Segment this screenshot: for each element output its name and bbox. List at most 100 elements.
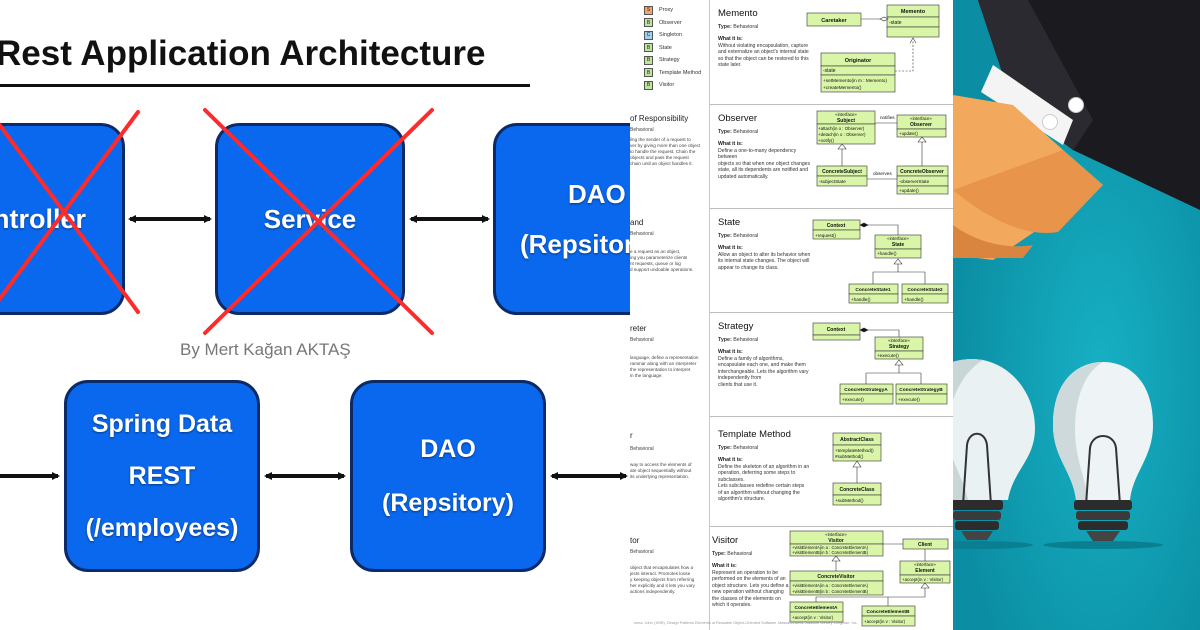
abstract-op: #subMethod() (835, 454, 864, 459)
memento-name: Memento (901, 9, 926, 15)
left-pattern-type: Behavioral (630, 337, 654, 343)
legend-label: Proxy (659, 7, 674, 14)
memento-attr: -state (889, 20, 902, 26)
strategy-op: +execute() (877, 353, 899, 358)
pattern-type: Type: Behavioral (718, 445, 759, 451)
pattern-strategy: Strategy Type: Behavioral What it is: De… (710, 312, 953, 417)
cs1-name: ConcreteState1 (855, 287, 891, 293)
cs2-op: +handle() (904, 297, 924, 302)
legend-swatch: B (644, 68, 653, 78)
spring-line-1: Spring Data (91, 410, 233, 438)
originator-op: +createMemento() (823, 85, 862, 90)
citation: mma, John (1995). Design Patterns Elemen… (634, 621, 858, 625)
hand-icon (953, 95, 1103, 260)
subject-op: +attach(in o : Observer) (818, 126, 865, 131)
left-pattern-mediator: tor Behavioral object that encapsulates … (630, 536, 709, 595)
dao-top-line-1: DAO (568, 179, 626, 209)
idea-illustration (953, 0, 1200, 630)
context-name: Context (827, 327, 846, 333)
left-pattern-title: and (630, 218, 644, 227)
cea-op: +accept(in v : Visitor) (792, 615, 834, 620)
concrete-visitor-op: +visitElementB(in b : ConcreteElementB) (792, 589, 869, 594)
legend-swatch: B (644, 43, 653, 53)
pattern-template-method: Template Method Type: Behavioral What it… (710, 416, 953, 527)
originator-op: +setMemento(in m : Memento) (823, 78, 887, 83)
bulb-shadow (1043, 541, 1163, 549)
pattern-name: Memento (718, 8, 758, 19)
pattern-name: Template Method (718, 429, 791, 440)
legend-label: Strategy (659, 57, 680, 64)
dao-bottom-line-1: DAO (420, 435, 476, 463)
observer-stereotype: «interface» (910, 116, 932, 121)
title-underline (0, 84, 530, 87)
dao-bottom-line-2: (Repsitory) (382, 489, 514, 517)
what-it-is-label: What it is: (718, 245, 743, 251)
left-pattern-iterator: r Behavioral way to access the elements … (630, 431, 709, 480)
cuff-button-icon (1068, 97, 1084, 113)
state-name: State (892, 242, 904, 248)
visitor-uml: «interface» Visitor +visitElementA(in a … (789, 530, 951, 627)
author-byline: By Mert Kağan AKTAŞ (180, 340, 351, 359)
template-method-uml: AbstractClass +templateMethod() #subMeth… (832, 432, 882, 506)
bulb-shadow (953, 541, 1033, 549)
ceb-name: ConcreteElementB (867, 609, 910, 615)
left-pattern-type: Behavioral (630, 446, 654, 452)
pattern-name: Strategy (718, 321, 754, 332)
light-bulb-icon (1053, 362, 1153, 541)
caretaker-class (806, 12, 862, 27)
left-pattern-type: Behavioral (630, 549, 654, 555)
hand-lightbulb-illustration (953, 0, 1200, 630)
csb-name: ConcreteStrategyB (899, 387, 943, 393)
ceb-op: +accept(in v : Visitor) (864, 619, 906, 624)
element-name: Element (915, 568, 935, 574)
left-pattern-interpreter: reter Behavioral language, define a repr… (630, 324, 709, 379)
cs1-op: +handle() (851, 297, 871, 302)
context-name: Context (827, 223, 846, 229)
originator-name: Originator (845, 58, 872, 64)
legend-swatch: B (644, 80, 653, 90)
csa-op: +execute() (842, 397, 864, 402)
legend-label: Singleton (659, 32, 682, 39)
left-pattern-chain: of Responsibility Behavioral ling the se… (630, 114, 709, 167)
csb-op: +execute() (898, 397, 920, 402)
legend-swatch: B (644, 18, 653, 28)
state-op: +handle() (877, 251, 897, 256)
pattern-type: Type: Behavioral (718, 337, 759, 343)
controller-label: Controller (0, 203, 86, 234)
architecture-title: Rest Application Architecture (0, 34, 486, 73)
memento-class (886, 4, 940, 38)
what-it-is-label: What it is: (718, 349, 743, 355)
rest-architecture-panel: Rest Application Architecture Controller… (0, 34, 630, 572)
concrete-op: +subMethod() (835, 498, 864, 503)
state-stereotype: «interface» (887, 236, 909, 241)
pattern-description: Without violating encapsulation, capture… (718, 43, 809, 69)
concrete-class-name: ConcreteClass (839, 487, 874, 493)
light-bulb-icon (953, 359, 1035, 540)
observes-label: observes (873, 171, 892, 176)
abstract-op: +templateMethod() (835, 448, 874, 453)
pattern-memento: Memento Type: Behavioral What it is: Wit… (710, 0, 953, 104)
element-stereotype: «interface» (914, 562, 936, 567)
left-pattern-title: tor (630, 536, 640, 545)
left-pattern-title: reter (630, 324, 647, 333)
cuff-button-icon (1042, 114, 1058, 130)
legend-swatch: B (644, 55, 653, 65)
visitor-name: Visitor (828, 538, 844, 544)
pattern-name: Visitor (712, 535, 739, 546)
concrete-subject-name: ConcreteSubject (822, 169, 862, 175)
what-it-is-label: What it is: (718, 141, 743, 147)
concrete-observer-op: +update() (899, 188, 919, 193)
state-uml: Context +request() «interface» State +ha… (812, 219, 949, 304)
dao-top-block: DAO (Repsitory) (493, 123, 630, 315)
legend-label: Visitor (659, 82, 675, 89)
spring-line-3: (/employees) (85, 514, 239, 542)
observer-uml: «interface» Subject +attach(in o : Obser… (816, 110, 949, 195)
csa-name: ConcreteStrategyA (844, 387, 888, 393)
pattern-type: Type: Behavioral (718, 24, 759, 30)
